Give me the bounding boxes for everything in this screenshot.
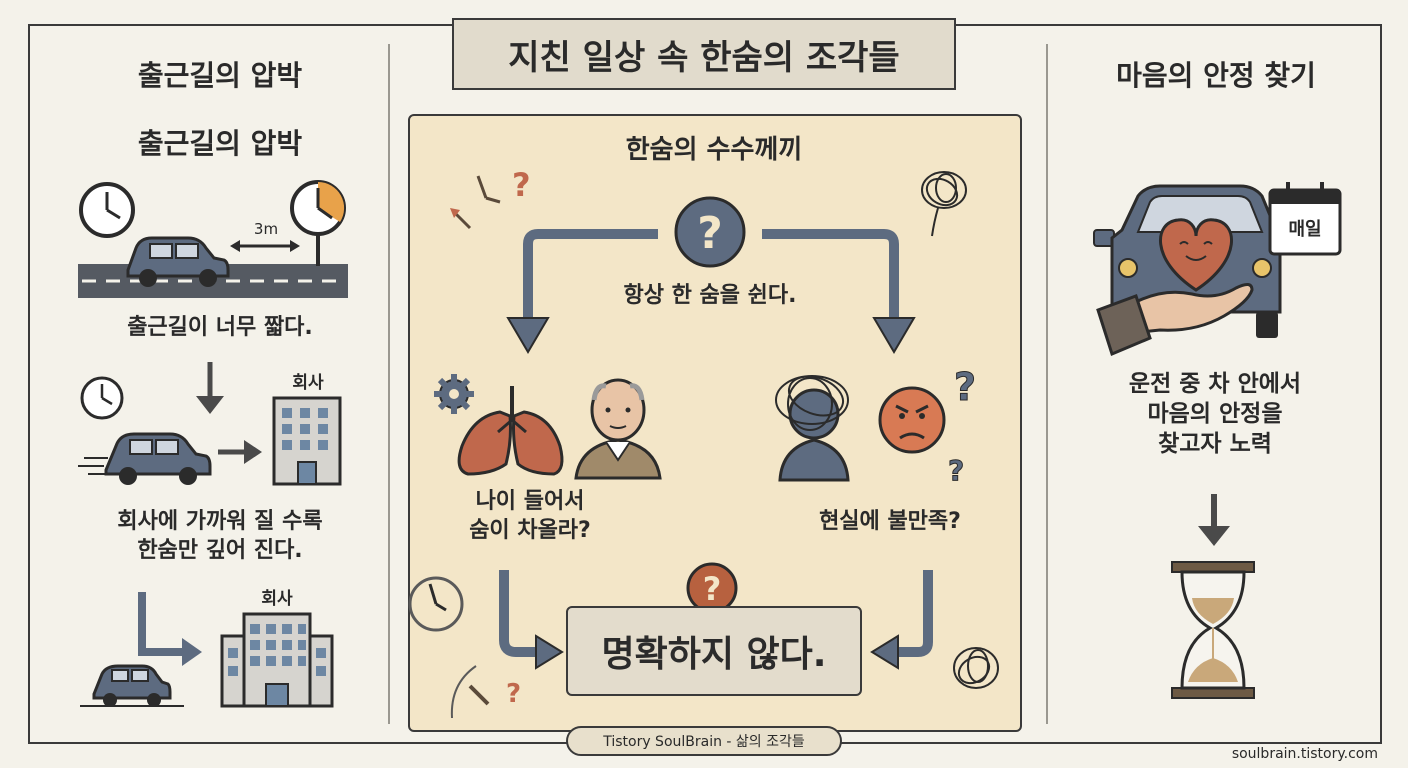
question-mark-icon: ?: [506, 679, 521, 709]
stressed-person-icon: [775, 375, 850, 482]
clock-icon: [408, 576, 464, 632]
angry-face-icon: [878, 386, 946, 454]
elderly-man-icon: [574, 378, 662, 480]
left-question: 나이 들어서 숨이 차올라?: [469, 489, 591, 543]
clock-icon: [79, 182, 135, 238]
office-building-icon: [220, 612, 334, 708]
svg-text:?: ?: [697, 208, 723, 259]
right-caption: 운전 중 차 안에서 마음의 안정을 찾고자 노력: [1128, 371, 1302, 457]
office-building-icon: [272, 396, 342, 486]
main-title: 지친 일상 속 한숨의 조각들: [452, 18, 956, 90]
site-url: soulbrain.tistory.com: [1231, 746, 1378, 762]
left-caption-2: 회사에 가까워 질 수록 한숨만 깊어 진다.: [117, 509, 323, 563]
clock-icon: [80, 376, 124, 420]
question-mark-icon: ?: [954, 365, 976, 409]
right-divider: [1046, 44, 1048, 724]
timer-sign-icon: [290, 180, 346, 266]
calendar-icon: [1268, 182, 1342, 256]
right-question: 현실에 불만족?: [819, 509, 961, 534]
right-heading: 마음의 안정 찾기: [1116, 59, 1316, 92]
gear-icon: [434, 374, 474, 414]
heart-icon: [1158, 218, 1234, 292]
company-label-1: 회사: [292, 373, 324, 393]
car-icon: [80, 664, 184, 707]
scribble-icon: [921, 171, 967, 237]
branch-arrows: [523, 229, 899, 318]
calendar-label: 매일: [1288, 219, 1322, 240]
footer-pill: Tistory SoulBrain - 삶의 조각들: [566, 726, 842, 756]
car-icon: [126, 236, 230, 287]
conclusion-box: 명확하지 않다.: [566, 606, 862, 696]
question-mark-icon: ?: [948, 454, 964, 487]
left-subheading: 출근길의 압박: [137, 127, 303, 160]
hand-icon: [1096, 283, 1254, 357]
svg-text:?: ?: [703, 570, 722, 608]
lungs-icon: [457, 386, 564, 476]
center-heading: 한숨의 수수께끼: [625, 135, 803, 165]
hourglass-icon: [1171, 561, 1255, 699]
left-heading: 출근길의 압박: [137, 59, 303, 92]
moving-car-icon: [78, 432, 212, 485]
right-arrow-icon: [218, 440, 262, 464]
down-arrow-icon: [1198, 494, 1230, 546]
question-circle-icon: ?: [686, 562, 738, 614]
distance-label: 3m: [253, 220, 279, 238]
center-top-text: 항상 한 숨을 쉰다.: [623, 283, 797, 308]
company-label-2: 회사: [261, 589, 293, 609]
left-caption-1: 출근길이 너무 짧다.: [127, 315, 313, 340]
down-arrow-icon: [196, 362, 224, 414]
merge-arrows: [499, 570, 933, 657]
question-circle-icon: ?: [674, 196, 746, 268]
question-mark-icon: ?: [512, 166, 531, 204]
clock-hands-icon: [450, 175, 501, 230]
clock-hands-icon: [450, 665, 490, 719]
turn-arrow-icon: [138, 592, 202, 666]
left-divider: [388, 44, 390, 724]
scribble-icon: [953, 647, 999, 689]
